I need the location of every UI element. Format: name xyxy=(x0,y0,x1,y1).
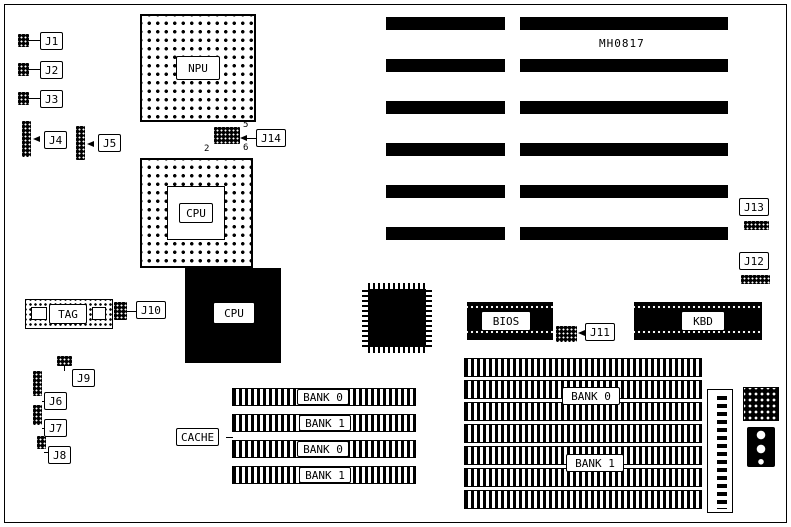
label-j1: J1 xyxy=(40,32,64,50)
label-j14: J14 xyxy=(256,129,286,147)
dram-simm-row xyxy=(464,490,702,509)
isa-slot-5-right xyxy=(520,185,728,198)
dram-bank-label: BANK 1 xyxy=(566,454,624,472)
npu-label: NPU xyxy=(176,56,220,80)
label-j9: J9 xyxy=(72,369,96,387)
tag-cavity xyxy=(31,307,47,320)
connector-j1 xyxy=(18,34,29,47)
qfp-pins-right xyxy=(426,289,432,347)
isa-slot-1-right xyxy=(520,17,728,30)
tag-label: TAG xyxy=(49,304,87,324)
cpu-socket-label: CPU xyxy=(179,203,213,223)
arrow-left-icon xyxy=(33,136,40,142)
cache-bank-label: BANK 1 xyxy=(299,467,351,483)
connector-j13 xyxy=(744,221,769,230)
label-j11: J11 xyxy=(585,323,615,341)
isa-slot-4-right xyxy=(520,143,728,156)
lead-line-j10 xyxy=(127,311,136,312)
isa-slot-6-left xyxy=(386,227,505,240)
arrow-left-icon xyxy=(240,135,247,141)
isa-slot-3-right xyxy=(520,101,728,114)
lead-line-j2 xyxy=(29,69,40,70)
connector-j12 xyxy=(741,275,770,284)
connector-j6 xyxy=(33,371,42,396)
connector-j14 xyxy=(214,127,240,144)
isa-slot-3-left xyxy=(386,101,505,114)
j14-pin2-number: 2 xyxy=(204,144,210,154)
label-j3: J3 xyxy=(40,90,64,108)
label-j2: J2 xyxy=(40,61,64,79)
speaker-component xyxy=(747,427,775,467)
j14-pin6-number: 6 xyxy=(243,143,249,153)
label-j10: J10 xyxy=(136,301,166,319)
label-j13: J13 xyxy=(739,198,769,216)
lead-line-j14 xyxy=(247,138,256,139)
connector-j9 xyxy=(57,356,72,366)
isa-slot-6-right xyxy=(520,227,728,240)
bios-label: BIOS xyxy=(481,311,531,331)
part-number: MH0817 xyxy=(599,37,645,50)
kbd-label: KBD xyxy=(681,311,725,331)
isa-slot-5-left xyxy=(386,185,505,198)
lead-line-j3 xyxy=(29,98,40,99)
label-j7: J7 xyxy=(44,419,68,437)
connector-j3 xyxy=(18,92,29,105)
dram-bank-label: BANK 0 xyxy=(562,387,620,405)
label-j5: J5 xyxy=(98,134,122,152)
pin-header-strip xyxy=(707,389,733,513)
cache-bank-label: BANK 1 xyxy=(299,415,351,431)
arrow-left-icon xyxy=(87,141,94,147)
lead-line-j1 xyxy=(29,40,40,41)
isa-slot-2-left xyxy=(386,59,505,72)
isa-slot-2-right xyxy=(520,59,728,72)
connector-j5 xyxy=(76,126,85,160)
qfp-pins-bottom xyxy=(368,347,426,353)
cpu-chip-label: CPU xyxy=(213,302,255,324)
label-j12: J12 xyxy=(739,252,769,270)
label-j4: J4 xyxy=(44,131,68,149)
label-j6: J6 xyxy=(44,392,68,410)
cache-bank-label: BANK 0 xyxy=(297,441,349,457)
connector-j11 xyxy=(556,326,577,342)
arrow-left-icon xyxy=(578,330,585,336)
board-outline xyxy=(4,4,787,523)
oscillator-grid-component xyxy=(743,387,779,421)
lead-line-j9 xyxy=(64,366,65,371)
j14-pin5-number: 5 xyxy=(243,120,249,130)
qfp-pins-top xyxy=(368,283,426,289)
connector-j2 xyxy=(18,63,29,76)
connector-j7 xyxy=(33,405,42,425)
cache-bank-label: BANK 0 xyxy=(297,389,349,405)
cpu-socket-center: CPU xyxy=(167,186,225,240)
connector-j8 xyxy=(37,436,46,449)
tag-cavity xyxy=(92,307,106,320)
npu-socket xyxy=(140,14,256,122)
lead-line-j8 xyxy=(44,452,49,453)
label-j8: J8 xyxy=(48,446,72,464)
qfp-chip xyxy=(368,289,426,347)
isa-slot-1-left xyxy=(386,17,505,30)
qfp-pins-left xyxy=(362,289,368,347)
lead-line-cache xyxy=(226,437,233,438)
connector-j4 xyxy=(22,121,31,157)
dram-simm-row xyxy=(464,358,702,377)
isa-slot-4-left xyxy=(386,143,505,156)
cache-label: CACHE xyxy=(176,428,220,446)
dram-simm-row xyxy=(464,424,702,443)
connector-j10 xyxy=(114,302,127,320)
